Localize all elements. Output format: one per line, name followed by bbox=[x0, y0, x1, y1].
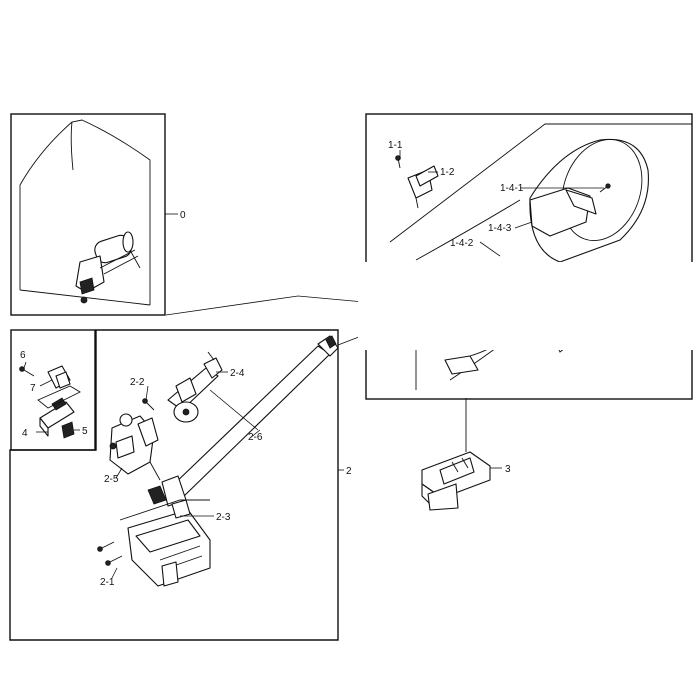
label-1-4-3: 1-4-3 bbox=[488, 223, 512, 234]
label-2-5: 2-5 bbox=[104, 474, 119, 485]
label-0: 0 bbox=[180, 210, 186, 221]
assembly-burner-thumbnail bbox=[75, 231, 141, 304]
label-3: 3 bbox=[505, 464, 511, 475]
part-2-6-burner-tube bbox=[147, 335, 339, 507]
label-4: 4 bbox=[22, 428, 28, 439]
label-1-4-2: 1-4-2 bbox=[450, 238, 474, 249]
label-2-6: 2-6 bbox=[248, 432, 263, 443]
blank-region bbox=[358, 262, 700, 350]
label-7: 7 bbox=[30, 383, 36, 394]
label-2: 2 bbox=[346, 466, 352, 477]
frame-gas-valve bbox=[9, 329, 339, 641]
label-5: 5 bbox=[82, 426, 88, 437]
connector-lines bbox=[165, 295, 365, 346]
leader-lines bbox=[23, 150, 604, 579]
label-2-1: 2-1 bbox=[100, 577, 115, 588]
label-2-2: 2-2 bbox=[130, 377, 145, 388]
frame-sensor-parts bbox=[10, 329, 96, 451]
label-1-4-1: 1-4-1 bbox=[500, 183, 524, 194]
label-1-1: 1-1 bbox=[388, 140, 403, 151]
label-2-4: 2-4 bbox=[230, 368, 245, 379]
part-1-2-bracket bbox=[407, 165, 439, 209]
part-2-5-gas-valve bbox=[109, 413, 161, 481]
frame-drum-duct bbox=[365, 113, 693, 400]
label-6: 6 bbox=[20, 350, 26, 361]
part-labels: 0 1-1 1-2 1-4-1 1-4-3 1-4-2 2 2-1 2-2 2-… bbox=[20, 140, 524, 588]
part-2-4-igniter bbox=[167, 351, 223, 423]
label-1-2: 1-2 bbox=[440, 167, 455, 178]
frame-assembly-overview bbox=[10, 113, 166, 316]
part-3-duct-bracket bbox=[421, 398, 491, 511]
label-2-3: 2-3 bbox=[216, 512, 231, 523]
part-2-3-mounting-bracket bbox=[127, 499, 211, 587]
